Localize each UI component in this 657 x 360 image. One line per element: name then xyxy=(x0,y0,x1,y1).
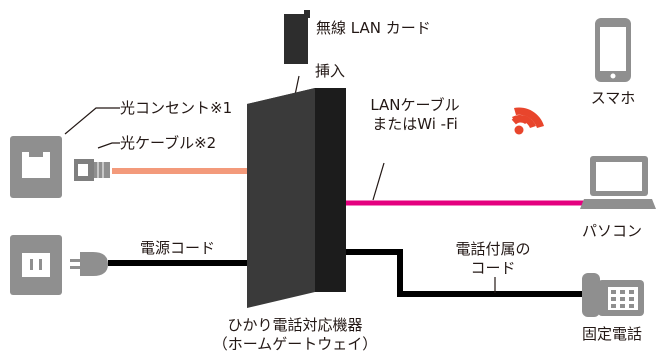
power-plug-icon xyxy=(70,252,108,276)
device-label: ひかり電話対応機器 （ホームゲートウェイ） xyxy=(190,316,400,354)
wireless-card-label: 無線 LAN カード xyxy=(316,19,431,37)
phone-cord xyxy=(345,249,584,297)
power-outlet-icon xyxy=(10,235,62,295)
optical-cable-callout xyxy=(97,142,120,149)
landline-label: 固定電話 xyxy=(581,325,642,343)
pc-label: パソコン xyxy=(581,222,642,240)
lan-cable-label-line2: またはWi -Fi xyxy=(372,115,458,133)
device-label-line1: ひかり電話対応機器 xyxy=(227,316,363,334)
insert-label: 挿入 xyxy=(315,62,346,80)
wireless-lan-card-icon xyxy=(284,10,310,64)
phone-cord-label-line2: コード xyxy=(470,259,516,277)
lan-cable-label: LANケーブル またはWi -Fi xyxy=(360,96,470,134)
optical-outlet-icon xyxy=(10,136,62,198)
optical-outlet-callout xyxy=(64,107,120,135)
lan-cable-label-line1: LANケーブル xyxy=(370,96,460,114)
phone-cord-label: 電話付属の コード xyxy=(438,240,548,278)
home-gateway-icon xyxy=(247,88,346,308)
callout-lines xyxy=(64,75,496,293)
wifi-icon xyxy=(511,107,544,135)
lan-callout xyxy=(372,162,385,201)
phone-cord-label-line1: 電話付属の xyxy=(455,240,531,258)
telephone-icon xyxy=(582,273,644,317)
optical-cable-label: 光ケーブル※2 xyxy=(120,134,217,152)
device-label-line2: （ホームゲートウェイ） xyxy=(212,335,378,353)
smartphone-label: スマホ xyxy=(590,89,636,107)
cables xyxy=(108,168,586,297)
smartphone-icon xyxy=(595,18,631,82)
laptop-icon xyxy=(580,156,656,209)
power-cord-label: 電源コード xyxy=(140,239,216,257)
optical-connector-icon xyxy=(74,159,110,181)
optical-outlet-label: 光コンセント※1 xyxy=(120,99,233,117)
insert-arrow xyxy=(294,75,300,96)
